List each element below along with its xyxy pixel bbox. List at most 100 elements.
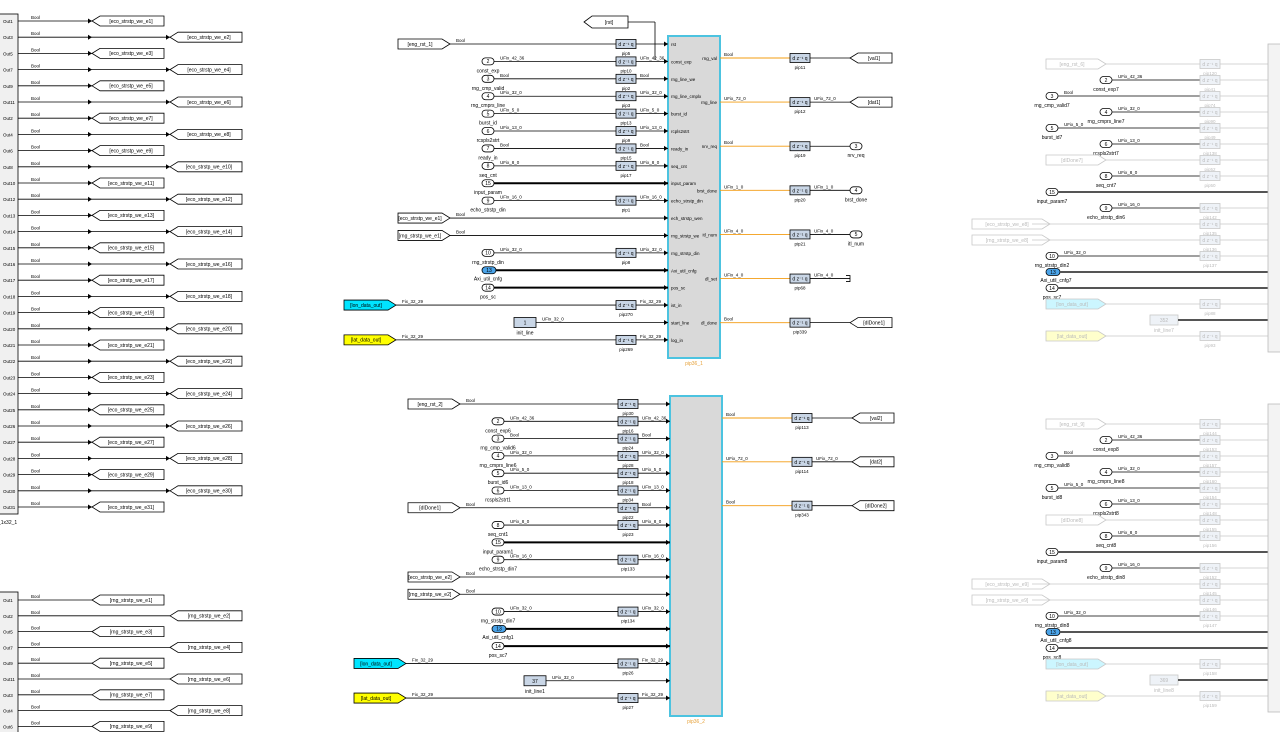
inport[interactable]: 6 [1099, 140, 1113, 148]
eco-goto-tag[interactable]: [eco_strstp_we_e19] [91, 307, 165, 318]
eco-goto-tag[interactable]: [eco_strstp_we_e21] [91, 339, 165, 351]
delay-block[interactable]: d z⁻¹ q [1199, 435, 1221, 445]
delay-block[interactable]: d z⁻¹ q [615, 108, 637, 119]
delay-block[interactable]: d z⁻¹ q [789, 273, 811, 284]
delay-block[interactable]: d z⁻¹ q [615, 73, 637, 84]
from-tag[interactable]: [eco_strstp_we_e8] [971, 218, 1051, 230]
inport[interactable]: 15 [1045, 548, 1059, 556]
inport[interactable]: 2 [1099, 436, 1113, 444]
from-tag[interactable]: [rng_strstp_we_e1] [397, 230, 451, 241]
delay-block[interactable]: d z⁻¹ q [1199, 203, 1221, 213]
delay-block[interactable]: d z⁻¹ q [1199, 331, 1221, 341]
inport[interactable]: 15 [1045, 188, 1059, 196]
inport[interactable]: 2 [1099, 76, 1113, 84]
delay-block[interactable]: d z⁻¹ q [617, 606, 639, 617]
inport[interactable]: 7 [481, 144, 495, 153]
eco-goto-tag[interactable]: [eco_strstp_we_e12] [169, 193, 243, 205]
delay-block[interactable]: d z⁻¹ q [617, 416, 639, 427]
delay-block[interactable]: d z⁻¹ q [615, 247, 637, 258]
inport[interactable]: 10 [1045, 612, 1059, 620]
outport[interactable]: 5 [849, 230, 863, 239]
goto-tag[interactable]: [dat1] [849, 96, 893, 108]
outport[interactable]: 4 [849, 186, 863, 195]
inport[interactable]: 2 [481, 57, 495, 66]
from-tag[interactable]: [eco_strstp_we_e9] [971, 578, 1051, 590]
eco-goto-tag[interactable]: [eco_strstp_we_e31] [91, 501, 165, 513]
delay-block[interactable]: d z⁻¹ q [789, 317, 811, 328]
delay-block[interactable]: d z⁻¹ q [791, 500, 813, 511]
constant-block[interactable]: 369 [1149, 674, 1179, 686]
rng-goto-tag[interactable]: [rng_strstp_we_e3] [91, 626, 165, 637]
delay-block[interactable]: d z⁻¹ q [617, 433, 639, 444]
inport[interactable]: 14 [1045, 284, 1059, 292]
delay-block[interactable]: d z⁻¹ q [615, 126, 637, 136]
inport[interactable]: 8 [1099, 532, 1113, 540]
delay-block[interactable]: d z⁻¹ q [1199, 659, 1221, 669]
eco-goto-tag[interactable]: [eco_strstp_we_e8] [169, 129, 243, 140]
delay-block[interactable]: d z⁻¹ q [1199, 219, 1221, 229]
delay-block[interactable]: d z⁻¹ q [617, 693, 639, 703]
delay-block[interactable]: d z⁻¹ q [615, 91, 637, 102]
axi-inport[interactable]: 13 [481, 266, 497, 275]
eco-goto-tag[interactable]: [eco_strstp_we_e1] [91, 15, 165, 27]
from-tag[interactable]: [rng_strstp_we_e8] [971, 234, 1051, 246]
delay-block[interactable]: d z⁻¹ q [1199, 691, 1221, 701]
inport[interactable]: 10 [1045, 252, 1059, 260]
delay-block[interactable]: d z⁻¹ q [1199, 451, 1221, 461]
inport[interactable]: 5 [1045, 484, 1059, 492]
eco-goto-tag[interactable]: [eco_strstp_we_e15] [91, 242, 165, 254]
delay-block[interactable]: d z⁻¹ q [615, 300, 637, 310]
from-tag[interactable]: [dlDone1] [407, 502, 461, 514]
from-tag[interactable]: [eng_rst_9] [1045, 418, 1107, 430]
eco-goto-tag[interactable]: [eco_strstp_we_e17] [91, 274, 165, 286]
from-tag[interactable]: [lat_data_out] [1045, 330, 1107, 342]
inport[interactable]: 14 [491, 642, 505, 651]
eco-goto-tag[interactable]: [eco_strstp_we_e6] [169, 96, 243, 108]
axi-inport[interactable]: 13 [1045, 628, 1061, 636]
delay-block[interactable]: d z⁻¹ q [1199, 483, 1221, 493]
delay-block[interactable]: d z⁻¹ q [615, 143, 637, 154]
inport[interactable]: 5 [1045, 124, 1059, 132]
from-tag[interactable]: [lat_data_out] [343, 334, 397, 346]
inport[interactable]: 8 [1099, 172, 1113, 180]
inport[interactable]: 5 [491, 469, 505, 478]
goto-tag[interactable]: [val2] [851, 412, 895, 424]
subsystem-block[interactable] [667, 35, 721, 359]
inport[interactable]: 4 [491, 451, 505, 460]
delay-block[interactable]: d z⁻¹ q [789, 141, 811, 152]
delay-block[interactable]: d z⁻¹ q [1199, 251, 1221, 261]
from-tag[interactable]: [dlDone8] [1045, 514, 1107, 526]
rst-goto-tag[interactable]: [rst] [583, 15, 629, 29]
delay-block[interactable]: d z⁻¹ q [1199, 59, 1221, 69]
delay-block[interactable]: d z⁻¹ q [615, 39, 637, 49]
goto-tag[interactable]: [dlDone2] [851, 500, 895, 512]
inport[interactable]: 14 [481, 283, 495, 292]
inport[interactable]: 3 [1045, 92, 1059, 100]
delay-block[interactable]: d z⁻¹ q [617, 554, 639, 565]
from-tag[interactable]: [eco_strstp_we_e2] [407, 571, 461, 583]
delay-block[interactable]: d z⁻¹ q [1199, 419, 1221, 429]
inport[interactable]: 6 [481, 127, 495, 135]
rng-goto-tag[interactable]: [rng_strstp_we_e2] [169, 610, 243, 622]
from-tag[interactable]: [eng_rst_2] [407, 398, 461, 410]
eco-goto-tag[interactable]: [eco_strstp_we_e5] [91, 80, 165, 92]
delay-block[interactable]: d z⁻¹ q [1199, 499, 1221, 509]
delay-block[interactable]: d z⁻¹ q [1199, 139, 1221, 149]
from-tag[interactable]: [lon_data_out] [343, 299, 397, 311]
delay-block[interactable]: d z⁻¹ q [615, 160, 637, 171]
delay-block[interactable]: d z⁻¹ q [1199, 563, 1221, 573]
inport[interactable]: 4 [1099, 108, 1113, 116]
delay-block[interactable]: d z⁻¹ q [1199, 235, 1221, 245]
inport[interactable]: 8 [481, 161, 495, 170]
eco-goto-tag[interactable]: [eco_strstp_we_e7] [91, 112, 165, 124]
delay-block[interactable]: d z⁻¹ q [1199, 611, 1221, 621]
inport[interactable]: 15 [491, 538, 505, 547]
delay-block[interactable]: d z⁻¹ q [1199, 531, 1221, 541]
eco-goto-tag[interactable]: [eco_strstp_we_e9] [91, 145, 165, 156]
inport[interactable]: 10 [481, 248, 495, 257]
inport[interactable]: 3 [1045, 452, 1059, 460]
delay-block[interactable]: d z⁻¹ q [615, 334, 637, 345]
delay-block[interactable]: d z⁻¹ q [617, 468, 639, 479]
rng-goto-tag[interactable]: [rng_strstp_we_e1] [91, 594, 165, 606]
axi-inport[interactable]: 13 [1045, 268, 1061, 276]
